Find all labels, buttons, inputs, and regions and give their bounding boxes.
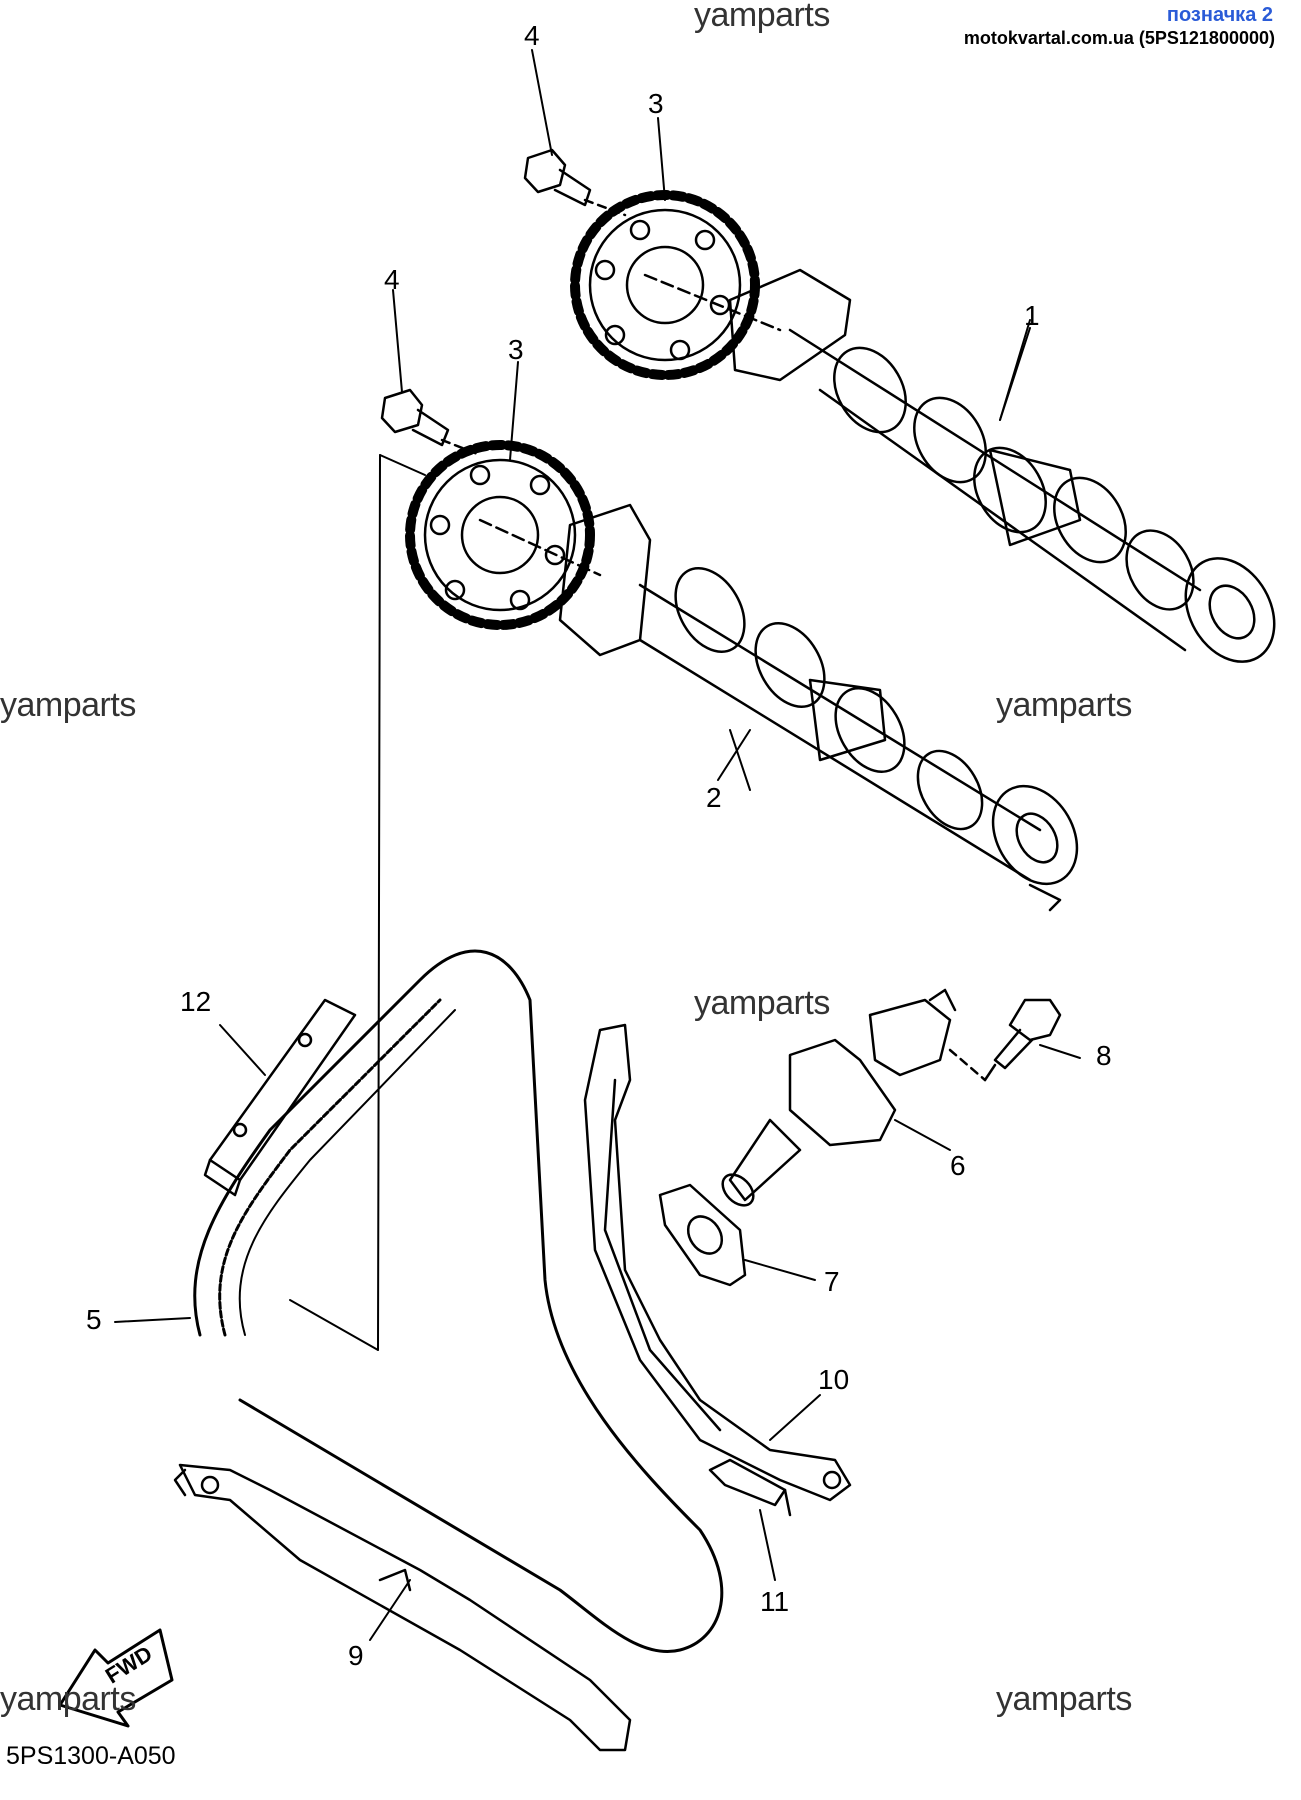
tensioner-gasket	[658, 1183, 747, 1287]
header-title: позначка 2	[1166, 4, 1273, 26]
watermark: yamparts	[694, 984, 830, 1022]
watermark: yamparts	[694, 0, 830, 34]
callout-10: 10	[818, 1364, 850, 1395]
timing-chain	[193, 949, 724, 1653]
guide-pin	[708, 1458, 792, 1517]
fwd-arrow-icon	[58, 1628, 174, 1728]
guide-stopper	[203, 998, 357, 1197]
callout-9: 9	[348, 1640, 364, 1671]
chain-tensioner	[721, 988, 987, 1207]
callout-2: 2	[706, 782, 722, 813]
callout-3-lower: 3	[508, 334, 524, 365]
tensioner-bolt	[983, 998, 1062, 1082]
bolt-upper	[523, 148, 627, 217]
sprocket-upper	[570, 190, 782, 380]
diagram-code: 5PS1300-A050	[6, 1742, 176, 1770]
watermark: yamparts	[996, 686, 1132, 724]
leader-lines	[114, 49, 1081, 1641]
callout-8: 8	[1096, 1040, 1112, 1071]
camshaft-upper	[728, 268, 1276, 663]
bolt-lower	[380, 388, 482, 457]
callout-12: 12	[180, 986, 212, 1017]
callout-7: 7	[824, 1266, 840, 1297]
callout-4-lower: 4	[384, 264, 400, 295]
watermark: yamparts	[0, 1680, 136, 1718]
callout-6: 6	[950, 1150, 966, 1181]
alignment-line	[289, 454, 426, 1351]
chain-guide-intake	[583, 1023, 852, 1502]
callout-11: 11	[760, 1586, 790, 1617]
chain-guide-exhaust	[173, 1463, 632, 1752]
watermark: yamparts	[996, 1680, 1132, 1718]
callout-1: 1	[1024, 300, 1040, 331]
callout-5: 5	[86, 1304, 102, 1335]
sprocket-lower	[405, 440, 602, 630]
watermark: yamparts	[0, 686, 136, 724]
header-source: motokvartal.com.ua (5PS121800000)	[963, 28, 1275, 48]
callout-4-upper: 4	[524, 20, 540, 51]
camshaft-lower	[558, 503, 1079, 912]
callout-3-upper: 3	[648, 88, 664, 119]
